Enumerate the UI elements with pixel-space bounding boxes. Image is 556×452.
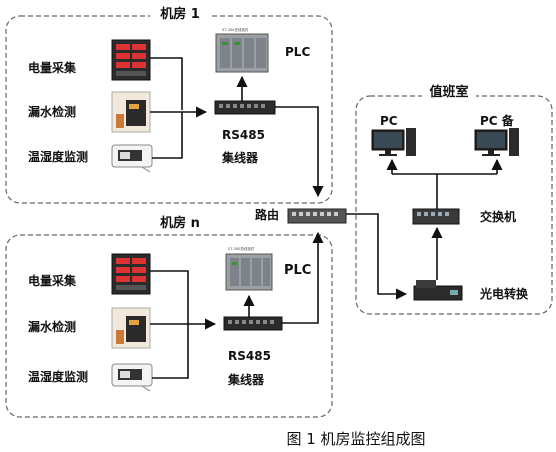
plc-label: PLC	[285, 45, 310, 59]
line-hub-to-router-n	[282, 231, 324, 324]
converter-label: 光电转换	[479, 286, 529, 301]
rs485-hub-sublabel-n: 集线器	[227, 372, 265, 387]
figure-caption: 图 1 机房监控组成图	[286, 430, 425, 448]
line-power-to-bus	[150, 57, 183, 110]
room-1: 机房 1 电量采集 漏水检测 温湿度监测	[5, 5, 333, 204]
line-temp-to-bus-n	[152, 324, 189, 379]
sensor-label-temp-humidity-n: 温湿度监测	[28, 369, 88, 384]
pc-label: PC	[380, 114, 398, 128]
line-router-to-converter	[346, 213, 408, 300]
line-hub-to-router	[275, 106, 324, 198]
rs485-hub-icon-n	[223, 316, 283, 331]
sensor-label-power: 电量采集	[28, 60, 77, 75]
router	[287, 208, 347, 224]
pc-backup-computer-icon	[474, 128, 519, 156]
switch-icon	[412, 208, 460, 225]
line-temp-to-bus	[152, 112, 183, 159]
router-label: 路由	[255, 207, 279, 222]
power-meter-icon-n	[111, 253, 151, 295]
room-n-border	[5, 234, 333, 418]
rs485-hub-label-n: RS485	[228, 349, 271, 363]
sensor-label-power-n: 电量采集	[28, 273, 77, 288]
optical-converter-icon	[413, 280, 463, 301]
temp-humidity-sensor-icon	[111, 144, 153, 173]
room-1-title: 机房 1	[160, 6, 200, 22]
sensor-label-leak-n: 漏水检测	[28, 319, 76, 334]
room-n: 机房 n 电量采集 漏水检测 温湿度监测	[5, 214, 333, 418]
duty-room-title: 值班室	[429, 84, 468, 100]
leak-detector-icon-n	[111, 307, 151, 349]
sensor-label-leak: 漏水检测	[28, 104, 76, 119]
plc-icon-n	[225, 253, 273, 291]
temp-humidity-sensor-icon-n	[111, 363, 153, 392]
duty-room: 值班室 PC PC 备 交换机	[355, 83, 553, 315]
pc-computer-icon	[371, 128, 416, 156]
plc-small-label: S7-300总线选件	[222, 27, 249, 32]
rs485-hub-icon	[214, 100, 276, 115]
plc-label-n: PLC	[284, 263, 311, 278]
pc-backup-label: PC 备	[480, 113, 515, 128]
line-power-to-bus-n	[150, 270, 189, 324]
rs485-hub-sublabel: 集线器	[221, 150, 259, 165]
sensor-label-temp-humidity: 温湿度监测	[28, 149, 88, 164]
plc-small-label-n: S7-300总线选件	[228, 246, 255, 251]
power-meter-icon	[111, 39, 151, 81]
duty-room-border	[355, 95, 553, 315]
switch-label: 交换机	[480, 209, 516, 224]
room-n-title: 机房 n	[160, 215, 200, 231]
rs485-hub-label: RS485	[222, 128, 265, 142]
plc-icon	[215, 33, 269, 73]
leak-detector-icon	[111, 91, 151, 133]
